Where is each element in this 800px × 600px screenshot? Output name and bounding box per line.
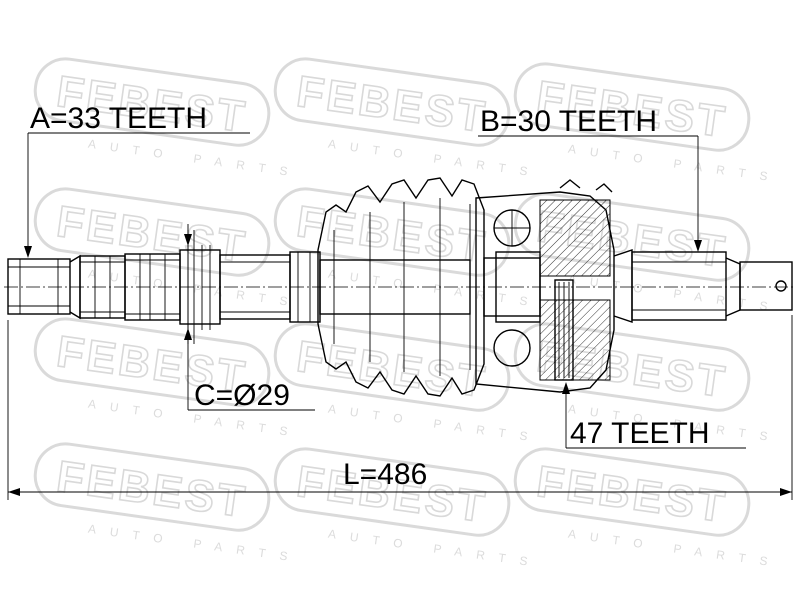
watermark-brand: FEBEST (294, 67, 491, 142)
label-c-diameter: C=Ø29 (194, 379, 290, 412)
watermark-sub: AUTO PARTS (327, 137, 542, 181)
watermark-brand: FEBEST (294, 197, 491, 272)
watermark-logo: FEBEST AUTO PARTS (273, 187, 542, 311)
outer-cv-joint (475, 179, 615, 393)
watermark-brand: FEBEST (54, 452, 251, 527)
watermark-sub: AUTO PARTS (327, 402, 542, 446)
cv-boot (317, 177, 485, 397)
watermark-sub: AUTO PARTS (327, 527, 542, 571)
watermark-logo: FEBEST AUTO PARTS (273, 322, 542, 446)
hatched-section (539, 199, 611, 277)
label-abs-teeth: 47 TEETH (570, 417, 710, 450)
outer-spline-end (613, 249, 793, 323)
abs-ring (554, 279, 574, 381)
watermark-brand: FEBEST (294, 332, 491, 407)
watermark-sub: AUTO PARTS (87, 522, 302, 566)
label-overall-length: L=486 (343, 458, 427, 491)
watermark-brand: FEBEST (54, 197, 251, 272)
watermark-sub: AUTO PARTS (567, 527, 782, 571)
annotation-lines (7, 132, 793, 500)
label-a-teeth: A=33 TEETH (30, 102, 207, 135)
cv-ball (493, 329, 531, 367)
watermark-logo: FEBEST AUTO PARTS (513, 447, 782, 571)
watermark-sub: AUTO PARTS (327, 267, 542, 311)
watermark-logo: FEBEST AUTO PARTS (33, 317, 302, 440)
watermark-brand: FEBEST (534, 457, 731, 532)
watermark-sub: AUTO PARTS (567, 142, 782, 186)
watermark-logo: FEBEST AUTO PARTS (33, 442, 302, 566)
watermark-sub: AUTO PARTS (87, 267, 302, 311)
hatched-section (539, 299, 611, 381)
watermark-sub: AUTO PARTS (87, 137, 302, 181)
label-b-teeth: B=30 TEETH (480, 105, 657, 138)
inner-spline-stub (7, 258, 71, 315)
